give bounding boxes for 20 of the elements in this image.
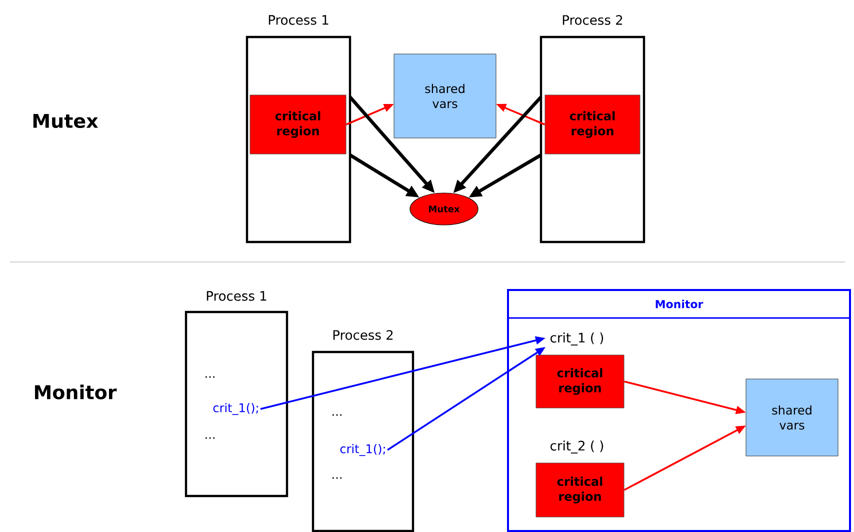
section-title: Mutex <box>33 114 98 128</box>
critical-region-box: critical region <box>536 354 624 408</box>
function-name: crit_1 ( ) <box>550 332 604 346</box>
shared-vars-box: shared vars <box>746 378 838 456</box>
critical-region-box: critical region <box>250 94 346 154</box>
critical-region-box: critical region <box>544 94 640 154</box>
process-label: Process 2 <box>333 330 393 340</box>
code-ellipsis: ... <box>206 376 214 378</box>
section-title: Monitor <box>35 384 117 400</box>
code-ellipsis: ... <box>332 414 342 416</box>
process-label: Process 1 <box>206 291 266 301</box>
code-ellipsis: ... <box>332 477 342 479</box>
code-ellipsis: ... <box>206 437 214 439</box>
process-label: Process 1 <box>268 15 328 25</box>
function-call: crit_1(); <box>213 403 258 415</box>
shared-vars-box: shared vars <box>394 54 496 138</box>
function-name: crit_2 ( ) <box>550 440 604 454</box>
critical-region-box: critical region <box>536 462 624 518</box>
process-label: Process 2 <box>562 15 622 25</box>
function-call: crit_1(); <box>340 444 385 456</box>
